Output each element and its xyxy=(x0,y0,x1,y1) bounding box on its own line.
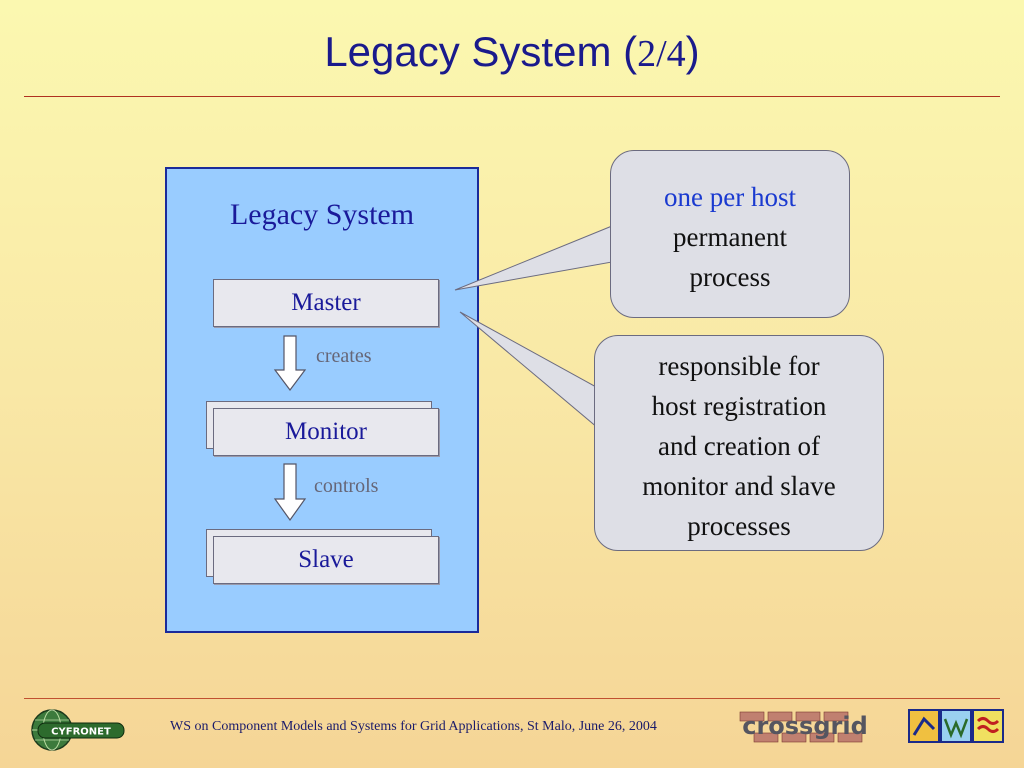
partner-logo-arrow-icon xyxy=(912,716,936,736)
partner-logo-wave-icon xyxy=(943,718,969,739)
legacy-system-label: Legacy System xyxy=(229,198,415,231)
master-node: Master xyxy=(213,279,439,327)
callout-responsibilities: responsible for host registration and cr… xyxy=(594,335,884,551)
footer-divider xyxy=(24,698,1000,699)
arrow-creates-icon xyxy=(273,335,307,391)
title-page-number: 2/4 xyxy=(637,33,686,75)
edge-label-controls: controls xyxy=(314,475,379,497)
callout-line-2: host registration xyxy=(651,391,827,421)
callout-tail-responsible xyxy=(459,311,599,430)
partner-logo-approx-icon xyxy=(976,717,1000,733)
slide-title: Legacy System (2/4) xyxy=(0,28,1024,76)
partner-logos xyxy=(908,709,1004,743)
monitor-node: Monitor xyxy=(213,408,439,456)
crossgrid-logo: crossgrid xyxy=(739,711,868,743)
callout-line-1: responsible for xyxy=(658,351,820,381)
edge-label-creates: creates xyxy=(316,345,372,367)
callout-line-4: monitor and slave xyxy=(642,471,836,501)
callout-line-process: process xyxy=(689,262,771,292)
callout-permanent-process: one per host permanent process xyxy=(610,150,850,318)
title-divider xyxy=(24,96,1000,97)
callout-highlight-one-per-host: one per host xyxy=(664,182,796,212)
title-close-paren: ) xyxy=(685,28,700,75)
callout-line-permanent: permanent xyxy=(673,222,787,252)
cyfronet-logo-text: CYFRONET xyxy=(51,727,111,738)
crossgrid-logo-text: crossgrid xyxy=(742,712,868,740)
callout-line-5: processes xyxy=(687,511,791,541)
callout-line-3: and creation of xyxy=(658,431,820,461)
title-text: Legacy System ( xyxy=(324,28,638,75)
cyfronet-logo: CYFRONET xyxy=(31,709,125,751)
slave-node: Slave xyxy=(213,536,439,584)
callout-tail-permanent xyxy=(454,225,613,291)
arrow-controls-icon xyxy=(273,463,307,522)
footer-text: WS on Component Models and Systems for G… xyxy=(170,719,657,734)
